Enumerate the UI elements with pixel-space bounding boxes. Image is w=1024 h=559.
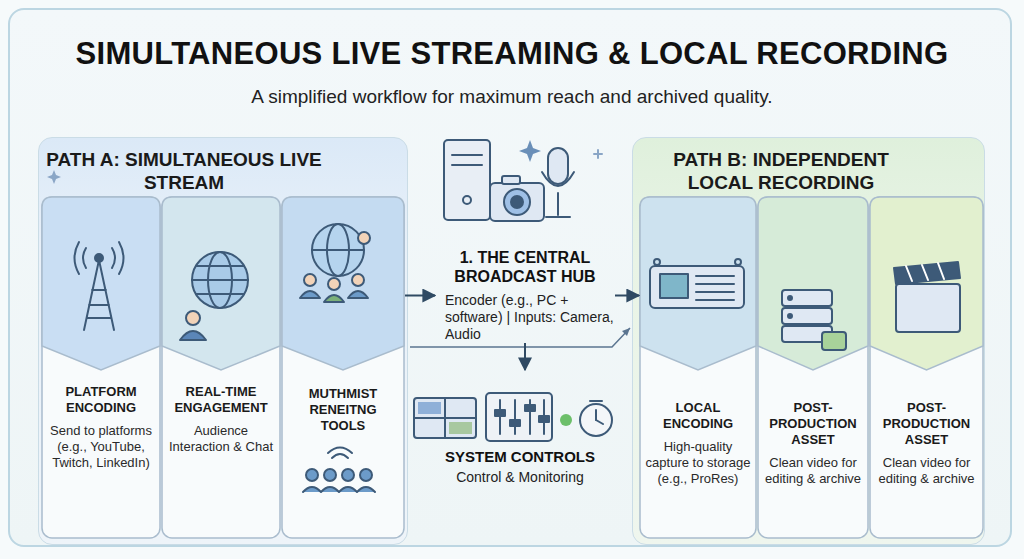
card-band [758,197,868,370]
card-band [162,197,280,370]
card-text: MUTHMIST RENEITNG TOOLS [286,386,400,434]
step-card: MUTHMIST RENEITNG TOOLS [281,196,405,539]
card-text: REAL-TIME ENGAGEMENT Audience Interaction… [166,384,276,455]
flow-arrow [615,295,639,297]
card-body: Clean video for editing & archive [874,455,979,487]
card-outline [162,197,280,538]
controls-block: SYSTEM CONTROLS Control & Monitoring [420,370,620,495]
step-card: REAL-TIME ENGAGEMENT Audience Interaction… [161,196,281,539]
card-heading: POST-PRODUCTION ASSET [762,400,864,448]
path-heading: PATH A: SIMULTANEOUS LIVE STREAM [39,148,329,194]
hub-block: 1. THE CENTRAL BROADCAST HUB Encoder (e.g… [435,248,615,343]
step-card: POST-PRODUCTION ASSET Clean video for edi… [757,196,869,539]
card-shape [757,196,869,539]
card-heading: PLATFORM ENCODING [46,384,156,416]
card-heading: REAL-TIME ENGAGEMENT [166,384,276,416]
card-body: Send to platforms (e.g., YouTube, Twitch… [46,423,156,471]
card-shape [639,196,757,539]
card-body: High-quality capture to storage (e.g., P… [644,439,752,487]
card-heading: LOCAL ENCODING [644,400,752,432]
path-band: PATH B: INDEPENDENT LOCAL RECORDING LOCAL… [632,137,985,545]
card-heading: POST-PRODUCTION ASSET [874,400,979,448]
card-outline [640,197,756,538]
controls-body: Control & Monitoring [420,469,620,485]
card-text: POST-PRODUCTION ASSET Clean video for edi… [874,400,979,487]
card-heading: MUTHMIST RENEITNG TOOLS [286,386,400,434]
controls-text: SYSTEM CONTROLS Control & Monitoring [420,448,620,485]
subtitle-text: A simplified workflow for maximum reach … [0,86,1024,108]
card-body: Clean video for editing & archive [762,455,864,487]
card-outline [870,197,983,538]
step-card: LOCAL ENCODING High-quality capture to st… [639,196,757,539]
card-shape [161,196,281,539]
card-outline [758,197,868,538]
flow-arrow [524,343,526,370]
card-outline [42,197,160,538]
card-band [870,197,983,370]
card-body: Audience Interaction & Chat [166,423,276,455]
card-band [282,197,404,370]
card-band [42,197,160,370]
card-shape [41,196,161,539]
card-outline [282,197,404,538]
card-shape [281,196,405,539]
path-band: PATH A: SIMULTANEOUS LIVE STREAM PLATFORM… [38,137,408,545]
controls-heading: SYSTEM CONTROLS [420,448,620,465]
step-card: POST-PRODUCTION ASSET Clean video for edi… [869,196,984,539]
card-shape [869,196,984,539]
step-card: PLATFORM ENCODING Send to platforms (e.g.… [41,196,161,539]
hub-heading: 1. THE CENTRAL BROADCAST HUB [435,248,615,286]
path-heading: PATH B: INDEPENDENT LOCAL RECORDING [646,148,916,194]
card-band [640,197,756,370]
flow-arrow [405,295,435,297]
diagram-title: SIMULTANEOUS LIVE STREAMING & LOCAL RECO… [0,36,1024,72]
card-text: LOCAL ENCODING High-quality capture to st… [644,400,752,487]
card-text: PLATFORM ENCODING Send to platforms (e.g.… [46,384,156,471]
hub-body: Encoder (e.g., PC + software) | Inputs: … [435,292,615,343]
card-text: POST-PRODUCTION ASSET Clean video for edi… [762,400,864,487]
